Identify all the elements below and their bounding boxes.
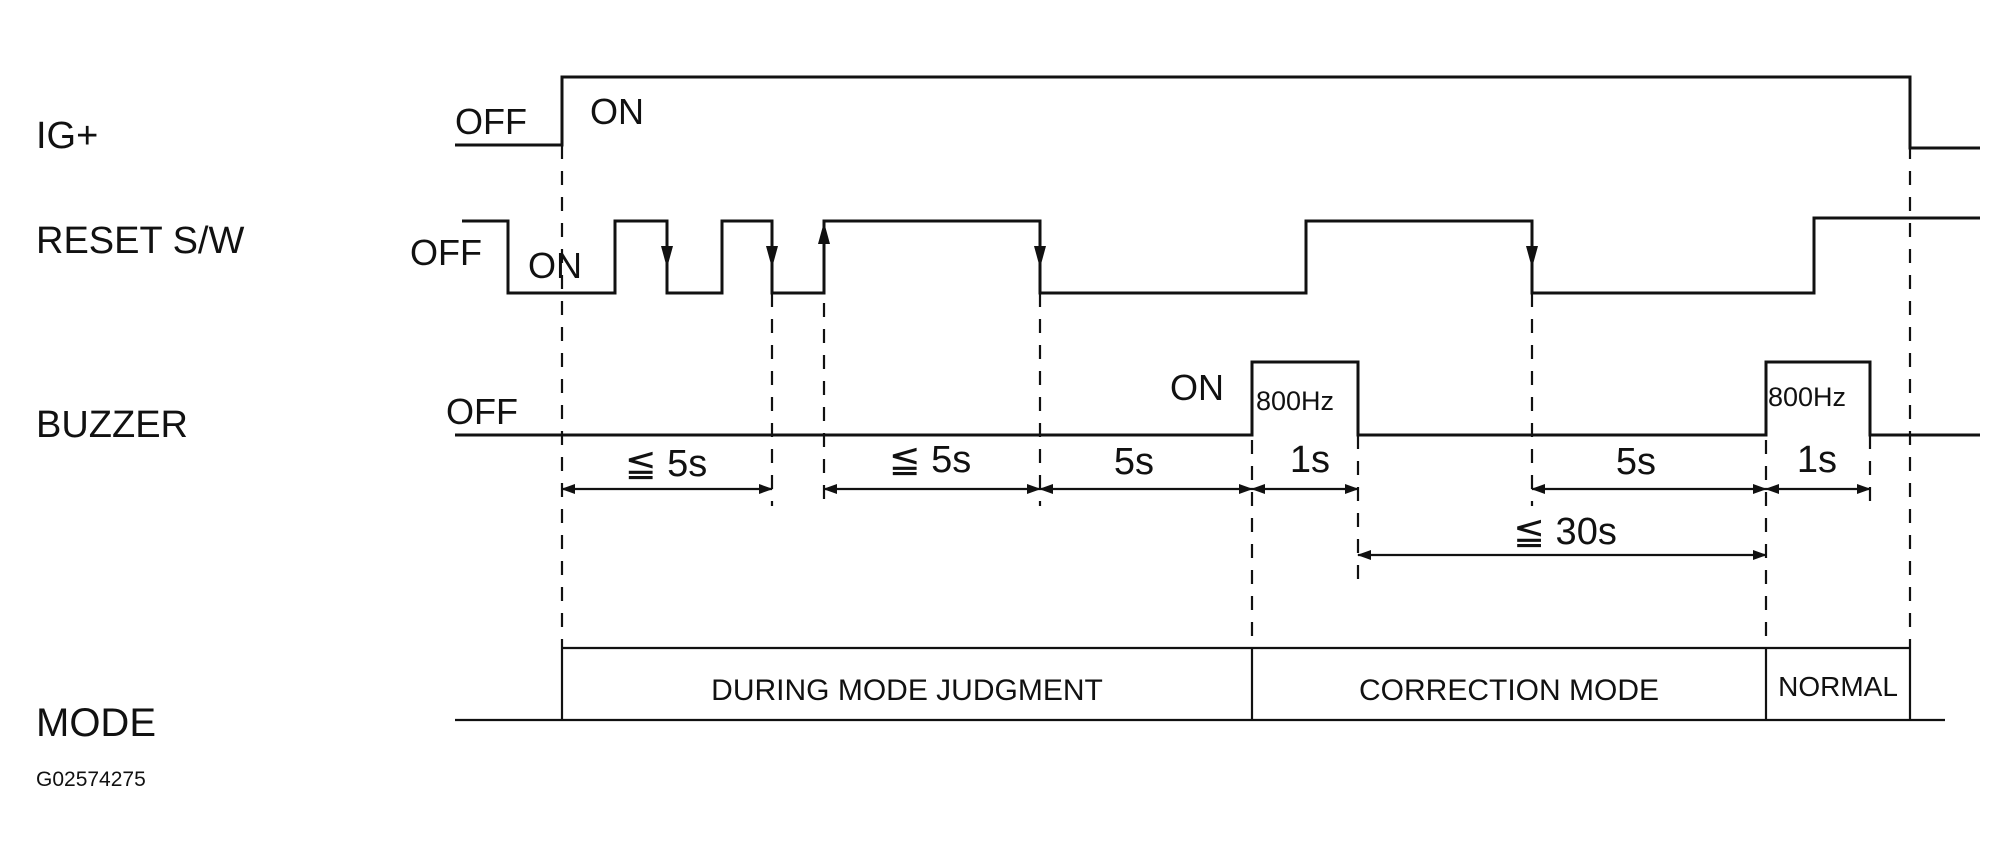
ig-off-state: OFF xyxy=(455,101,527,142)
signal-label-buzzer: BUZZER xyxy=(36,404,188,446)
duration-label-4: 1s xyxy=(1290,439,1330,481)
duration-label-1: ≦ 5s xyxy=(625,443,708,485)
mode-correction: CORRECTION MODE xyxy=(1359,674,1659,707)
duration-dimensions xyxy=(561,484,1871,560)
edge-arrow-up xyxy=(818,222,830,244)
reset-off-state: OFF xyxy=(410,232,482,273)
reset-waveform xyxy=(462,216,1980,295)
reset-edge-arrows xyxy=(661,222,1538,268)
buzzer-frequency-1: 800Hz xyxy=(1256,386,1334,416)
ig-waveform xyxy=(455,75,1980,150)
buzzer-waveform xyxy=(455,360,1980,437)
mode-normal: NORMAL xyxy=(1778,671,1898,702)
mode-during-judgment: DURING MODE JUDGMENT xyxy=(711,674,1103,707)
mode-row xyxy=(455,646,1945,722)
duration-label-2: ≦ 5s xyxy=(889,439,972,481)
signal-label-reset: RESET S/W xyxy=(36,220,244,262)
duration-label-6: 1s xyxy=(1797,439,1837,481)
timing-guides xyxy=(560,145,1912,648)
duration-label-5: 5s xyxy=(1616,441,1656,483)
reset-on-state: ON xyxy=(528,245,582,286)
buzzer-frequency-2: 800Hz xyxy=(1768,382,1846,412)
signal-label-ig: IG+ xyxy=(36,115,98,157)
duration-label-7: ≦ 30s xyxy=(1513,511,1617,553)
figure-id: G02574275 xyxy=(36,768,146,791)
ig-on-state: ON xyxy=(590,91,644,132)
buzzer-off-state: OFF xyxy=(446,391,518,432)
signal-label-mode: MODE xyxy=(36,701,156,745)
duration-label-3: 5s xyxy=(1114,441,1154,483)
buzzer-on-state: ON xyxy=(1170,367,1224,408)
